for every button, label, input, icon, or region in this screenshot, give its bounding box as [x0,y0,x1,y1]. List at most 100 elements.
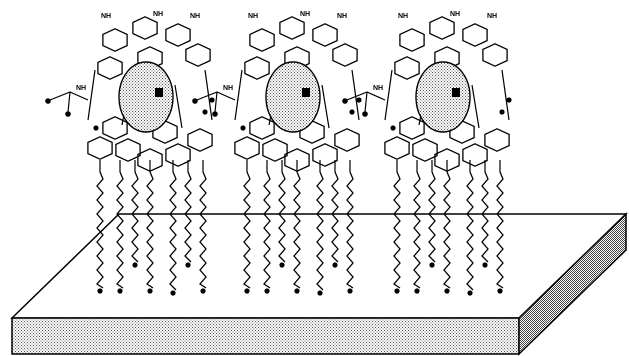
substrate-front-face [11,317,520,355]
guest-bound-atom [452,88,460,97]
side-atom [342,98,348,104]
nh-label: NH [487,13,497,20]
alkyl-chain [316,171,324,291]
nh-label: NH [190,13,200,20]
side-arm [196,91,236,113]
chain-terminal-atom [117,288,123,294]
aromatic-ring [115,138,141,162]
alkyl-chain [413,171,421,289]
side-atom [192,98,198,104]
nh-label: NH [101,13,111,20]
assembly-1: NH NH NH NH [45,11,215,296]
alkyl-chain [169,171,177,291]
chain-terminal-atom [264,288,270,294]
aromatic-ring [482,43,508,67]
alkyl-chain [331,171,339,263]
alkyl-chain [184,171,192,263]
chain-terminal-atom [200,288,206,294]
aromatic-ring [97,56,123,80]
aromatic-ring [384,136,410,160]
alkyl-chain [116,171,124,289]
chain-terminal-atom [497,288,503,294]
aromatic-ring [462,143,488,167]
aromatic-ring [334,128,360,152]
aromatic-ring [234,136,260,160]
alkyl-chain [146,171,154,289]
side-atom [362,111,368,117]
linker-bond [501,69,510,121]
linker-atom [349,109,355,115]
linker-bond [471,84,480,129]
linker-atom [506,97,512,103]
linker-atom [499,109,505,115]
aromatic-ring [279,16,305,40]
aromatic-ring [399,28,425,52]
side-arm [346,91,386,113]
linker-bond [87,69,96,121]
aromatic-ring [165,143,191,167]
substrate-slab [10,212,628,356]
chain-terminal-atom [429,262,435,268]
chain-terminal-atom [332,262,338,268]
aromatic-ring [132,16,158,40]
alkyl-chain [243,171,251,289]
alkyl-chain [293,171,301,289]
alkyl-chain [263,171,271,289]
linker-atom [209,97,215,103]
alkyl-chain [443,171,451,289]
nh-label: NH [337,13,347,20]
aromatic-ring [87,136,113,160]
aromatic-ring [332,43,358,67]
linker-bond [384,69,393,121]
assembly-2: NH NH NH NH [192,11,362,296]
aromatic-ring [312,143,338,167]
linker-atom [93,125,99,131]
guest-molecule [118,61,174,133]
chain-terminal-atom [132,262,138,268]
chain-terminal-atom [317,290,323,296]
linker-atom [202,109,208,115]
alkyl-chain [466,171,474,291]
aromatic-ring [102,28,128,52]
aromatic-ring [394,56,420,80]
alkyl-chain [346,171,354,289]
side-arm [49,91,89,113]
chain-terminal-atom [244,288,250,294]
chain-terminal-atom [444,288,450,294]
alkyl-chain [428,171,436,263]
chain-terminal-atom [294,288,300,294]
linker-bond [234,69,243,121]
chain-terminal-atom [147,288,153,294]
aromatic-ring [462,23,488,47]
aromatic-ring [412,138,438,162]
nh-label: NH [300,11,310,18]
guest-bound-atom [302,88,310,97]
substrate-side-face [518,212,627,356]
alkyl-chain [481,171,489,263]
alkyl-chain [496,171,504,289]
aromatic-ring [429,16,455,40]
aromatic-ring [312,23,338,47]
chain-terminal-atom [414,288,420,294]
linker-atom [390,125,396,131]
nh-label: NH [223,85,233,92]
chain-terminal-atom [97,288,103,294]
guest-bound-atom [155,88,163,97]
alkyl-chain [278,171,286,263]
nh-label: NH [248,13,258,20]
aromatic-ring [187,128,213,152]
nh-label: NH [153,11,163,18]
aromatic-ring [484,128,510,152]
alkyl-chain [131,171,139,263]
chain-terminal-atom [170,290,176,296]
side-atom [212,111,218,117]
side-atom [45,98,51,104]
aromatic-ring [185,43,211,67]
chain-terminal-atom [482,262,488,268]
alkyl-chain [199,171,207,289]
nh-label: NH [76,85,86,92]
nh-label: NH [398,13,408,20]
